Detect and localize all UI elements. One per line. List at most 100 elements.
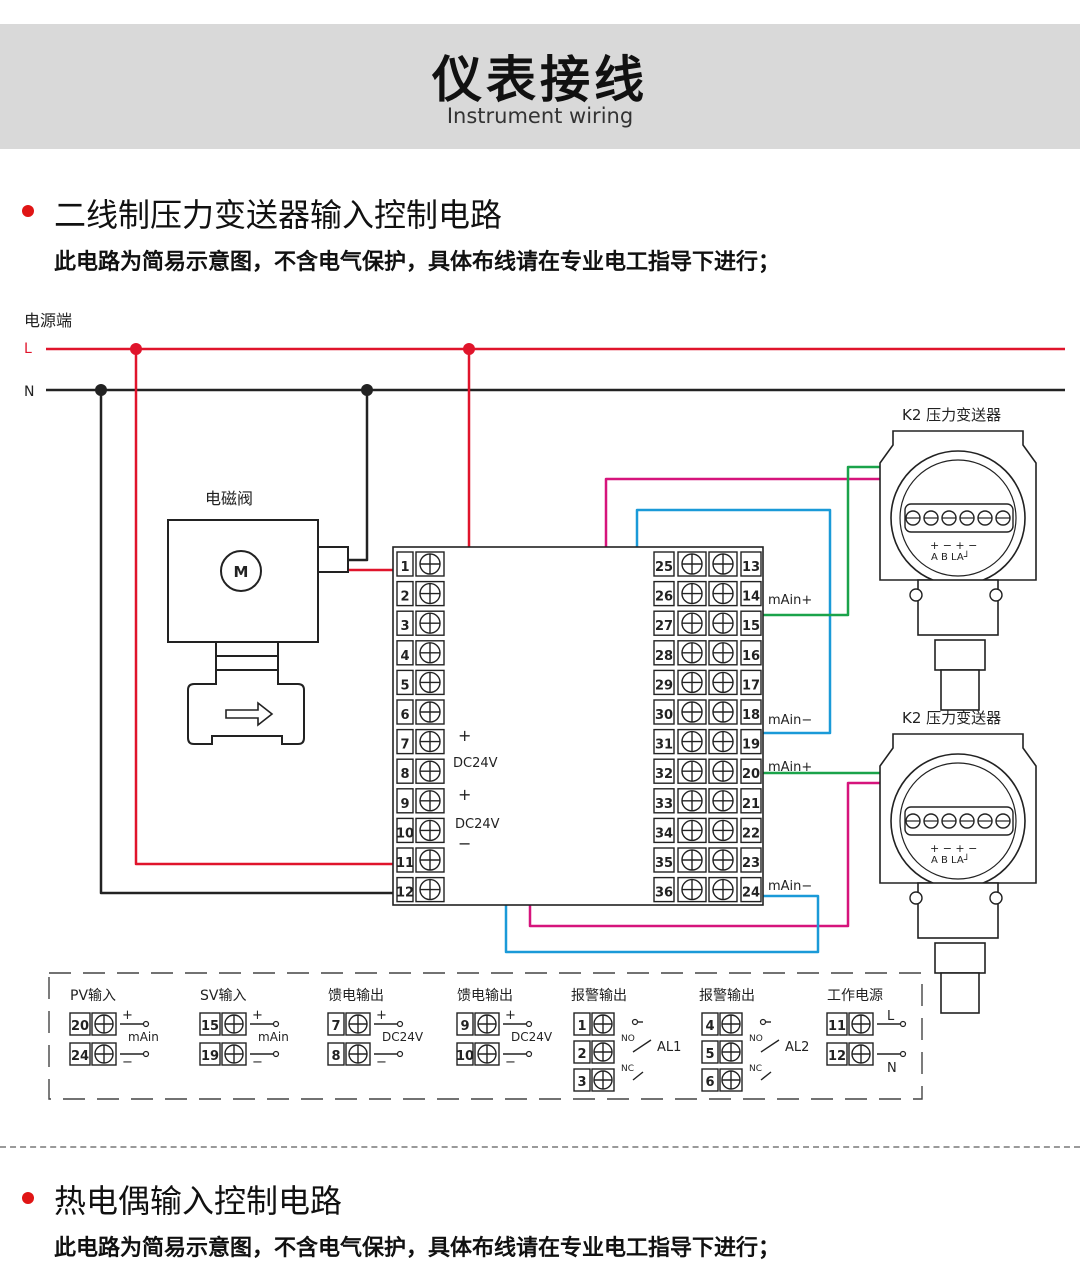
legend-title: 馈电输出 [457, 988, 513, 1004]
terminal-number-box [740, 817, 762, 844]
terminal-number-box [653, 610, 675, 636]
legend-wire [760, 1071, 772, 1081]
mid-terminal-number: 26 [655, 590, 673, 605]
legend-terminal-screw [474, 1012, 500, 1036]
terminal-number-box [456, 1012, 474, 1036]
legend-minus-label: − [505, 1055, 516, 1070]
left-terminal-number: 12 [396, 886, 414, 901]
right-terminal-screw [708, 847, 738, 873]
right-terminal-number: 16 [742, 649, 760, 664]
mid-terminal-number: 25 [655, 560, 673, 575]
section-divider [0, 1146, 1080, 1148]
legend-terminal-screw [848, 1012, 874, 1036]
main-minus-label: mAin− [768, 879, 812, 894]
terminal-number-box [69, 1012, 91, 1036]
legend-terminal-screw [345, 1042, 371, 1066]
legend-terminal-screw [345, 1012, 371, 1036]
legend-terminal-number: 4 [705, 1019, 714, 1034]
contact-icon [759, 1018, 767, 1026]
legend-terminal-number: 8 [331, 1049, 340, 1064]
valve-label: 电磁阀 [205, 489, 253, 508]
legend-terminal-number: 6 [705, 1075, 714, 1090]
legend-nc-label: NC [621, 1064, 634, 1074]
right-terminal-screw [708, 699, 738, 725]
junction-dot [361, 384, 373, 396]
right-terminal-screw [708, 788, 738, 814]
legend-terminal-screw [221, 1012, 247, 1036]
header-banner [0, 24, 1080, 149]
switch-icon [760, 1039, 780, 1053]
contact-icon [396, 1050, 404, 1058]
mid-terminal-screw [677, 580, 707, 607]
left-terminal-screw [415, 699, 445, 725]
legend-signal-label: DC24V [511, 1030, 553, 1044]
section-note-2: 此电路为简易示意图，不含电气保护，具体布线请在专业电工指导下进行； [54, 1236, 781, 1261]
feed-dc24v-label: DC24V [453, 756, 498, 771]
right-terminal-screw [708, 728, 738, 755]
right-terminal-screw [708, 758, 738, 784]
transmitter-terminal-marks: A B LA┘ [931, 853, 970, 866]
terminal-number-box [396, 788, 414, 814]
terminal-number-box [456, 1042, 474, 1066]
legend-terminal-number: 12 [828, 1049, 846, 1064]
terminal-number-box [653, 580, 675, 607]
left-terminal-number: 7 [400, 738, 409, 753]
mid-terminal-number: 36 [655, 886, 673, 901]
right-terminal-number: 13 [742, 560, 760, 575]
transmitter-face-inner [899, 762, 1017, 880]
right-terminal-screw [708, 640, 738, 666]
contact-icon [899, 1020, 907, 1028]
bolt-icon [989, 588, 1003, 602]
terminal-number-box [653, 728, 675, 755]
transmitter-nut [934, 942, 986, 974]
legend-terminal-screw [848, 1042, 874, 1066]
contact-icon [525, 1020, 533, 1028]
valve-port-body [187, 669, 305, 745]
contact-icon [142, 1020, 150, 1028]
terminal-legend: PV输入2024+−mAinSV输入1519+−mAin馈电输出78+−DC24… [48, 972, 923, 1100]
bolt-icon [989, 891, 1003, 905]
section-title-2: 热电偶输入控制电路 [54, 1182, 343, 1220]
contact-icon [142, 1050, 150, 1058]
valve-connector [317, 546, 349, 573]
transmitter-nut [934, 639, 986, 671]
pressure-transmitter-1: K2 压力变送器+ − + −A B LA┘ [879, 406, 1037, 711]
legend-terminal-screw [591, 1068, 615, 1092]
mid-terminal-screw [677, 669, 707, 696]
left-terminal-screw [415, 728, 445, 755]
right-terminal-screw [708, 876, 738, 903]
legend-terminal-number: 7 [331, 1019, 340, 1034]
mid-terminal-screw [677, 640, 707, 666]
legend-minus-label: − [376, 1055, 387, 1070]
contact-icon [631, 1018, 639, 1026]
right-terminal-screw [708, 817, 738, 844]
legend-terminal-number: 5 [705, 1047, 714, 1062]
junction-dot [463, 343, 475, 355]
left-terminal-number: 3 [400, 619, 409, 634]
legend-title: 工作电源 [827, 988, 883, 1004]
legend-terminal-screw [221, 1042, 247, 1066]
transmitter-face-inner [899, 459, 1017, 577]
pressure-transmitter-2: K2 压力变送器+ − + −A B LA┘ [879, 709, 1037, 1014]
legend-minus-label: − [122, 1055, 133, 1070]
terminal-number-box [701, 1012, 719, 1036]
page-title: 仪表接线 [432, 51, 648, 109]
terminal-number-box [396, 669, 414, 696]
mid-terminal-number: 27 [655, 619, 673, 634]
transmitter-label: K2 压力变送器 [902, 406, 1001, 424]
legend-terminal-screw [719, 1012, 743, 1036]
terminal-number-box [396, 551, 414, 577]
legend-minus-label: − [252, 1055, 263, 1070]
terminal-number-box [740, 669, 762, 696]
terminal-number-box [740, 580, 762, 607]
terminal-number-box [701, 1040, 719, 1064]
terminal-number-box [740, 640, 762, 666]
section-note-1: 此电路为简易示意图，不含电气保护，具体布线请在专业电工指导下进行； [54, 250, 781, 275]
mid-terminal-number: 34 [655, 826, 673, 841]
legend-signal-label: mAin [128, 1030, 159, 1044]
legend-terminal-number: 2 [577, 1047, 586, 1062]
flow-arrow-icon [225, 701, 274, 727]
